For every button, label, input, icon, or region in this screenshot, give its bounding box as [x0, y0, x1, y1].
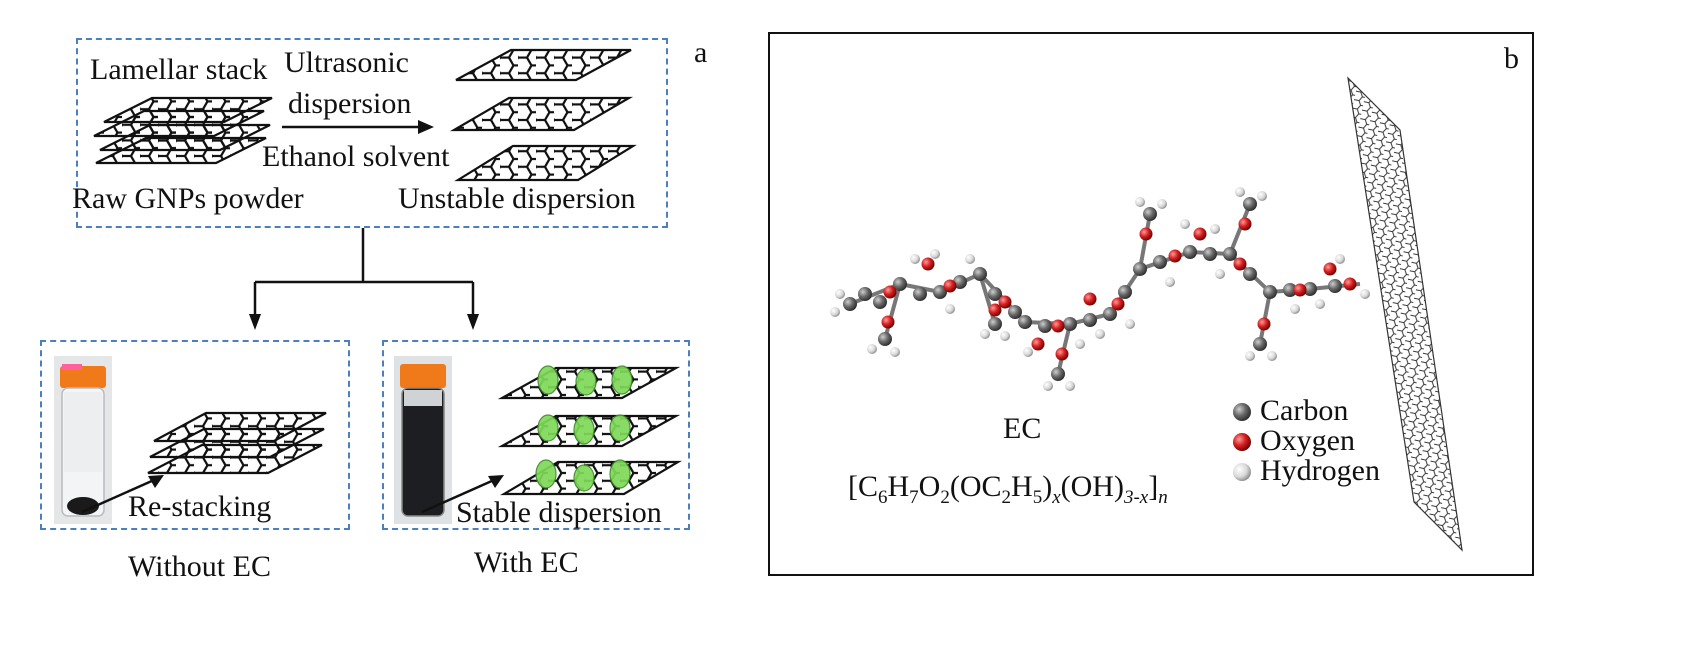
without-ec-box: [40, 340, 350, 530]
ec-molecule: [830, 187, 1370, 391]
process-arrow: [282, 120, 434, 134]
re-stacking-label: Re-stacking: [128, 490, 272, 523]
formula-part: H: [1011, 470, 1033, 503]
formula-sub: 3-x: [1123, 487, 1149, 508]
restacked-sheets: [147, 411, 327, 475]
formula-part: O: [918, 470, 941, 503]
oxygen-atom-icon: [1233, 433, 1251, 451]
formula-part: ]: [1148, 470, 1159, 503]
formula-sub: 5: [1032, 487, 1043, 508]
hydrogen-atom-icon: [1233, 463, 1251, 481]
carbon-atom-icon: [1233, 403, 1251, 421]
formula-sub: 2: [940, 487, 950, 508]
graphene-sheet: [1347, 76, 1463, 552]
stable-dispersion-sheets: [497, 365, 683, 496]
vial-with-ec: [394, 356, 452, 524]
vial-without-ec: [54, 356, 112, 524]
ethanol-solvent-label: Ethanol solvent: [262, 140, 450, 173]
formula-part: (OH): [1060, 470, 1124, 503]
legend-label: Hydrogen: [1260, 454, 1380, 487]
stable-dispersion-arrow: [421, 475, 504, 514]
dispersion-label: dispersion: [288, 87, 412, 120]
raw-gnps-powder-label: Raw GNPs powder: [72, 182, 304, 215]
unstable-dispersion-label: Unstable dispersion: [398, 182, 636, 215]
top-process-box: [76, 38, 668, 228]
unstable-dispersion-sheets: [449, 48, 637, 182]
ultrasonic-label: Ultrasonic: [284, 46, 409, 79]
formula-sub: x: [1052, 487, 1061, 508]
formula-part: (OC: [949, 470, 1002, 503]
panel-b-letter: b: [1504, 42, 1519, 75]
stable-dispersion-label: Stable dispersion: [456, 496, 662, 529]
formula-sub: n: [1158, 487, 1168, 508]
ec-label: EC: [1003, 412, 1042, 445]
raw-gnp-stack: [93, 96, 273, 165]
legend-label: Carbon: [1260, 394, 1349, 427]
formula-part: H: [887, 470, 910, 503]
panel-b: b: [768, 32, 1534, 576]
formula-sub: 6: [878, 487, 888, 508]
lamellar-stack-label: Lamellar stack: [90, 53, 268, 86]
restacking-arrow: [81, 475, 164, 514]
formula-part: [C: [848, 470, 878, 503]
with-ec-caption: With EC: [474, 546, 579, 579]
formula-sub: 2: [1001, 487, 1012, 508]
panel-a-letter: a: [694, 36, 708, 69]
legend-label: Oxygen: [1260, 424, 1355, 457]
without-ec-caption: Without EC: [128, 550, 271, 583]
branch-connector: [249, 228, 479, 330]
ec-formula: [C6H7O2(OC2H5)x(OH)3-x]n: [848, 470, 1168, 509]
with-ec-box: [382, 340, 690, 530]
formula-part: ): [1042, 470, 1053, 503]
formula-sub: 7: [909, 487, 919, 508]
